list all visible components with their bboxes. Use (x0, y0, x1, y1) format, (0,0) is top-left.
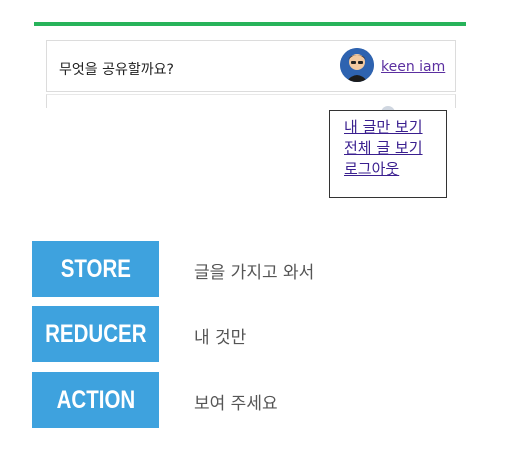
reducer-tag-label: REDUCER (44, 319, 147, 348)
menu-item-logout[interactable]: 로그아웃 (344, 160, 400, 178)
legend-row-store: STORE 글을 가지고 와서 (32, 241, 492, 297)
menu-item-my-posts[interactable]: 내 글만 보기 (344, 118, 423, 136)
legend-row-action: ACTION 보여 주세요 (32, 372, 492, 428)
post-list-area (46, 94, 456, 108)
action-tag-label: ACTION (56, 385, 135, 414)
user-avatar[interactable] (340, 48, 374, 82)
store-tag-label: STORE (60, 254, 131, 283)
reducer-description: 내 것만 (194, 328, 247, 348)
store-description: 글을 가지고 와서 (194, 263, 315, 283)
compose-prompt[interactable]: 무엇을 공유할까요? (59, 62, 174, 78)
store-tag: STORE (32, 241, 159, 297)
menu-item-all-posts[interactable]: 전체 글 보기 (344, 139, 423, 157)
compose-box[interactable]: 무엇을 공유할까요? keen iam (46, 40, 456, 92)
action-description: 보여 주세요 (194, 394, 278, 414)
action-tag: ACTION (32, 372, 159, 428)
user-dropdown-menu: 내 글만 보기 전체 글 보기 로그아웃 (329, 110, 447, 198)
app-card: 무엇을 공유할까요? keen iam (34, 22, 466, 116)
avatar-icon (340, 48, 374, 82)
legend-row-reducer: REDUCER 내 것만 (32, 306, 492, 362)
user-name-link[interactable]: keen iam (381, 59, 446, 75)
reducer-tag: REDUCER (32, 306, 159, 362)
